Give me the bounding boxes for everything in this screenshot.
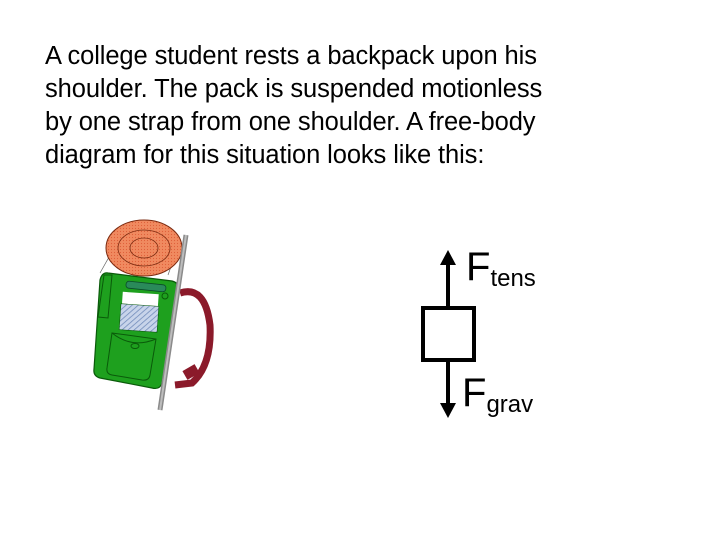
head-icon [105,219,183,277]
arrow-down-icon [440,403,456,418]
text-line: shoulder. The pack is suspended motionle… [45,75,543,103]
problem-text: A college student rests a backpack upon … [45,40,705,172]
backpack-illustration [80,215,230,415]
gravity-force-label: Fgrav [462,371,534,418]
arrow-up-icon [440,250,456,265]
free-body-diagram: Ftens Fgrav [400,235,570,425]
tension-force-label: Ftens [466,245,536,292]
text-line: A college student rests a backpack upon … [45,42,537,70]
text-line: by one strap from one shoulder. A free-b… [45,108,536,136]
text-line: diagram for this situation looks like th… [45,141,485,169]
